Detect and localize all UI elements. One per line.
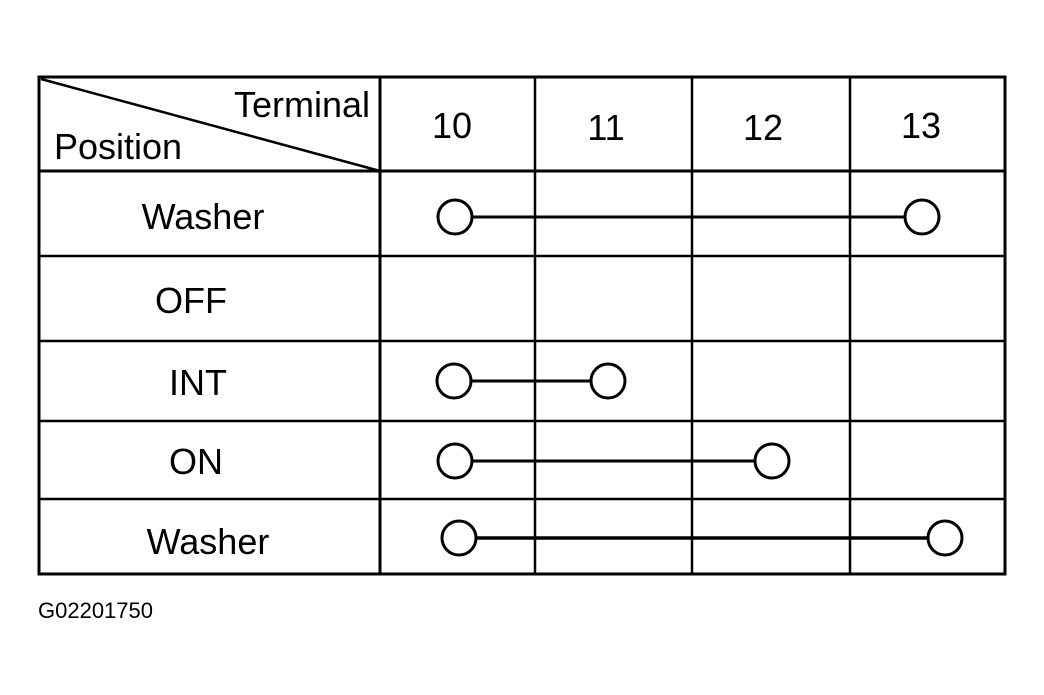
corner-label-position: Position <box>54 126 182 167</box>
terminal-header: 13 <box>901 105 941 146</box>
terminal-node-10 <box>436 198 474 236</box>
corner-diagonal <box>40 77 381 173</box>
figure-code: G02201750 <box>38 598 153 623</box>
continuity-connection-int <box>435 362 627 400</box>
terminal-header: 11 <box>587 107 624 148</box>
continuity-connection-washer-2 <box>440 519 964 557</box>
terminal-node-12 <box>753 442 791 480</box>
position-label: OFF <box>155 280 227 321</box>
terminal-node-10 <box>436 442 474 480</box>
terminal-header: 10 <box>432 105 472 146</box>
terminal-node-10 <box>440 519 478 557</box>
position-label: Washer <box>142 196 265 237</box>
position-label: ON <box>169 441 223 482</box>
continuity-connection-washer <box>436 198 941 236</box>
terminal-node-10 <box>435 362 473 400</box>
terminal-node-13 <box>926 519 964 557</box>
terminal-node-13 <box>903 198 941 236</box>
table-frame <box>37 75 1007 576</box>
terminal-header: 12 <box>743 107 783 148</box>
position-label: Washer <box>147 521 270 562</box>
corner-label-terminal: Terminal <box>234 84 370 125</box>
position-label: INT <box>169 362 227 403</box>
terminal-node-11 <box>589 362 627 400</box>
continuity-connection-on <box>436 442 791 480</box>
